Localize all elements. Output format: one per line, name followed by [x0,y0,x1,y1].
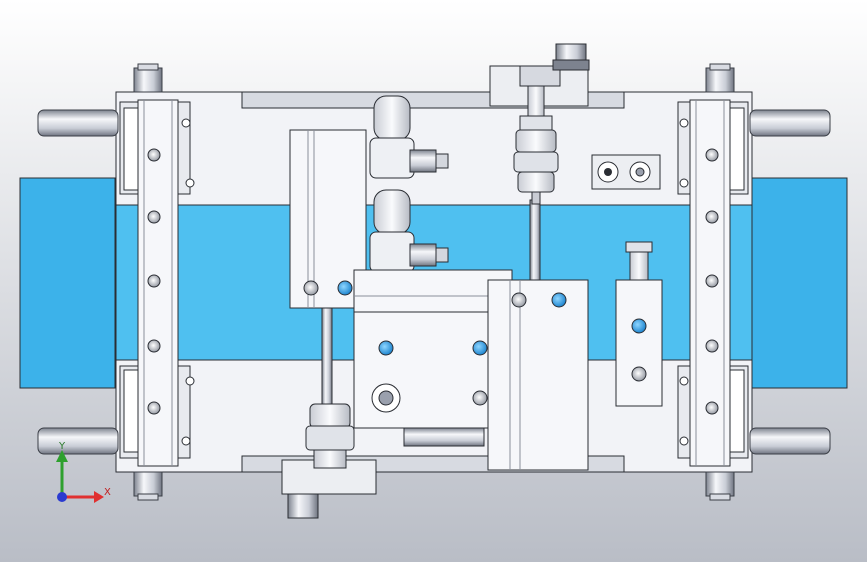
top-sensor-bracket [489,43,590,107]
y-axis-arrowhead [56,450,68,462]
left-cylinder [289,129,367,409]
bottom-rod-end [281,403,377,519]
left-rail [137,99,179,467]
top-rod-assembly [513,85,559,205]
right-bracket [615,241,663,407]
x-axis-label: X [104,487,111,498]
elbow-fittings [369,95,449,273]
rail-holes [147,118,719,446]
right-cylinder [487,199,589,471]
axis-triad: Y X [56,441,111,503]
z-axis-dot [57,492,67,502]
gripper-block [353,269,513,447]
y-axis-label: Y [58,441,66,452]
sensor-plate [591,154,661,190]
corner-fittings [133,63,735,501]
x-axis-arrowhead [94,491,104,503]
guide-rods [37,109,831,455]
